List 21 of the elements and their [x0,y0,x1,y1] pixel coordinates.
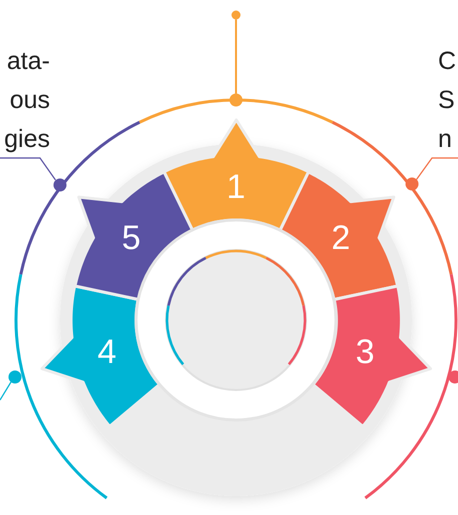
description-text: C S n [438,42,458,159]
wheel-segment [42,286,160,426]
connector-dot [232,10,240,20]
leader-line [416,157,458,180]
description-text: ata- ous gies [0,42,50,159]
segment-number: 2 [331,221,350,256]
segment-number: 5 [122,221,141,256]
wheel-segment [280,172,398,300]
leader-line [0,382,12,400]
segment-number: 3 [356,335,374,370]
connector-dot [406,178,418,190]
segment-number: 1 [226,170,246,204]
connector-dot [54,178,66,192]
wheel-segment [312,286,430,426]
connector-dot [8,370,22,384]
leader-line [0,157,56,180]
wheel-segment [74,172,192,300]
wheel-segment [164,120,308,230]
connector-dot [230,94,242,106]
leader-line [235,20,237,94]
segment-number: 4 [97,335,116,370]
